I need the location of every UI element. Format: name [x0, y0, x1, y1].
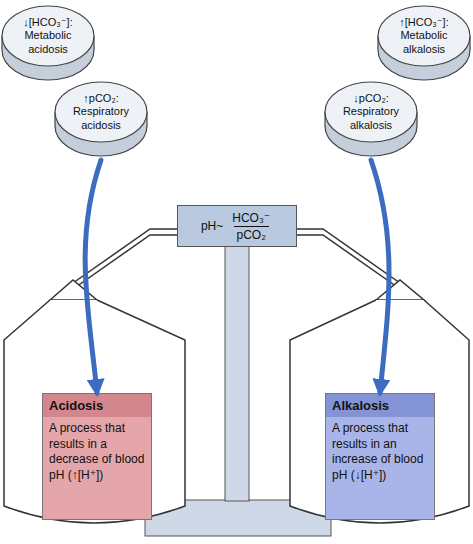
equation-box: pH~ HCO₃⁻pCO₂: [177, 205, 297, 247]
denominator: pCO₂: [234, 226, 269, 242]
numerator: HCO₃⁻: [229, 211, 273, 226]
scale-beam-right: [297, 229, 400, 289]
disc-top: [55, 82, 147, 142]
panel-body: A process that results in an increase of…: [326, 417, 434, 489]
disc-text-line: ↓pCO₂: Respiratory alkalosis: [335, 92, 407, 132]
disc-label: ↓pCO₂: Respiratory alkalosis: [335, 88, 407, 136]
scale-beam-left: [73, 229, 177, 289]
disc-text-line: ↑[HCO₃⁻]: Metabolic alkalosis: [388, 16, 460, 56]
disc-label: ↓[HCO₃⁻]: Metabolic acidosis: [12, 12, 84, 60]
panel-heading: Acidosis: [43, 394, 151, 417]
scale-pan-left: [4, 300, 185, 523]
scale-pan-right: [290, 300, 469, 523]
disc-node: ↓[HCO₃⁻]: Metabolic acidosis: [0, 2, 96, 84]
equation-lhs: pH~: [201, 219, 223, 233]
disc-node: ↑pCO₂: Respiratory acidosis: [53, 78, 149, 160]
pan-hook: [50, 280, 97, 300]
equation: pH~ HCO₃⁻pCO₂: [178, 206, 296, 246]
process-box: AcidosisA process that results in a decr…: [42, 393, 152, 520]
blue-arrow: [371, 160, 389, 393]
disc-node: ↑[HCO₃⁻]: Metabolic alkalosis: [376, 2, 472, 84]
scale-pole: [225, 244, 249, 501]
disc-top: [325, 82, 417, 142]
disc-text-line: ↑pCO₂: Respiratory acidosis: [65, 92, 137, 132]
blue-arrow: [85, 160, 101, 393]
pan-hook: [376, 280, 424, 300]
fraction: HCO₃⁻pCO₂: [229, 211, 273, 242]
panel-body: A process that results in a decrease of …: [43, 417, 151, 489]
panel-heading: Alkalosis: [326, 394, 434, 417]
process-box: AlkalosisA process that results in an in…: [325, 393, 435, 520]
disc-top: [378, 6, 470, 66]
disc-label: ↑[HCO₃⁻]: Metabolic alkalosis: [388, 12, 460, 60]
disc-label: ↑pCO₂: Respiratory acidosis: [65, 88, 137, 136]
disc-text-line: ↓[HCO₃⁻]: Metabolic acidosis: [12, 16, 84, 56]
disc-node: ↓pCO₂: Respiratory alkalosis: [323, 78, 419, 160]
disc-top: [2, 6, 94, 66]
